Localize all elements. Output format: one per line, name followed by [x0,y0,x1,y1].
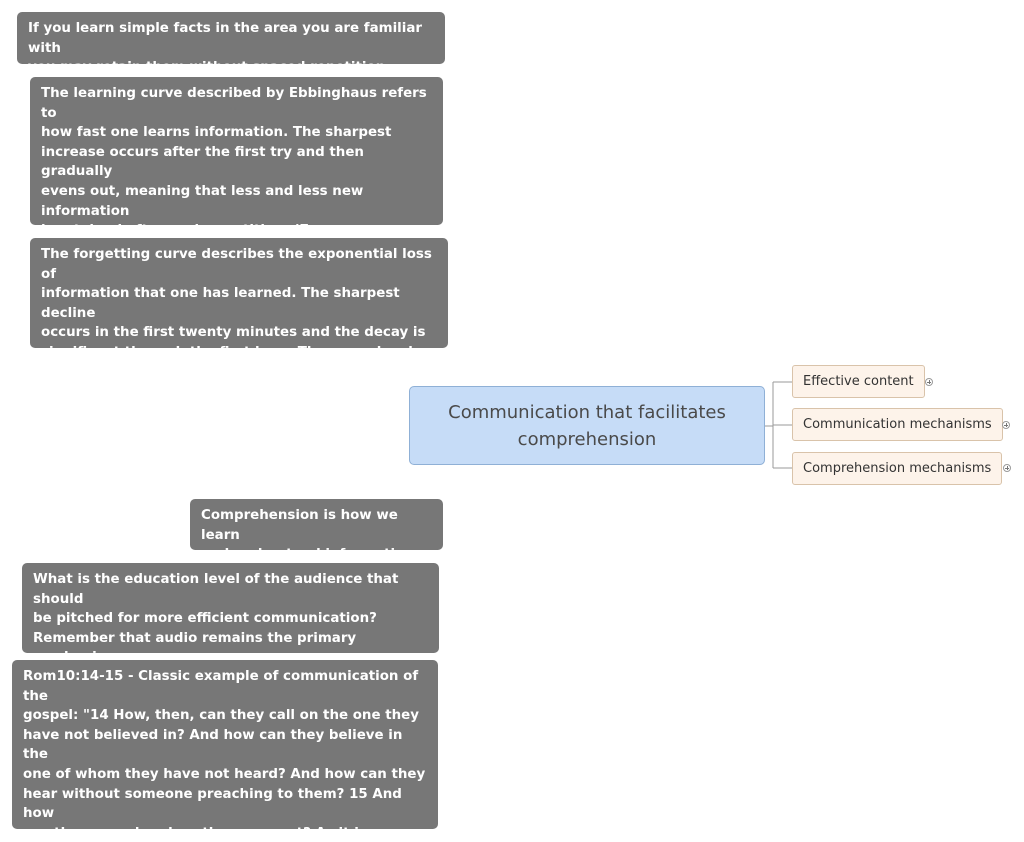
expand-plus-icon[interactable] [1002,421,1010,429]
note-spaced-repetition: If you learn simple facts in the area yo… [17,12,445,64]
expand-plus-icon[interactable] [1003,464,1011,472]
note-education-level: What is the education level of the audie… [22,563,439,653]
note-romans-example: Rom10:14-15 - Classic example of communi… [12,660,438,829]
expand-plus-icon[interactable] [925,378,933,386]
note-comprehension-definition: Comprehension is how we learn and unders… [190,499,443,550]
subtopic-comprehension-mechanisms[interactable]: Comprehension mechanisms [792,452,1003,485]
subtopic-communication-mechanisms[interactable]: Communication mechanisms [792,408,1003,441]
note-forgetting-curve: The forgetting curve describes the expon… [30,238,448,348]
subtopic-effective-content[interactable]: Effective content [792,365,925,398]
note-learning-curve: The learning curve described by Ebbingha… [30,77,443,225]
central-topic[interactable]: Communication that facilitates comprehen… [409,386,765,465]
